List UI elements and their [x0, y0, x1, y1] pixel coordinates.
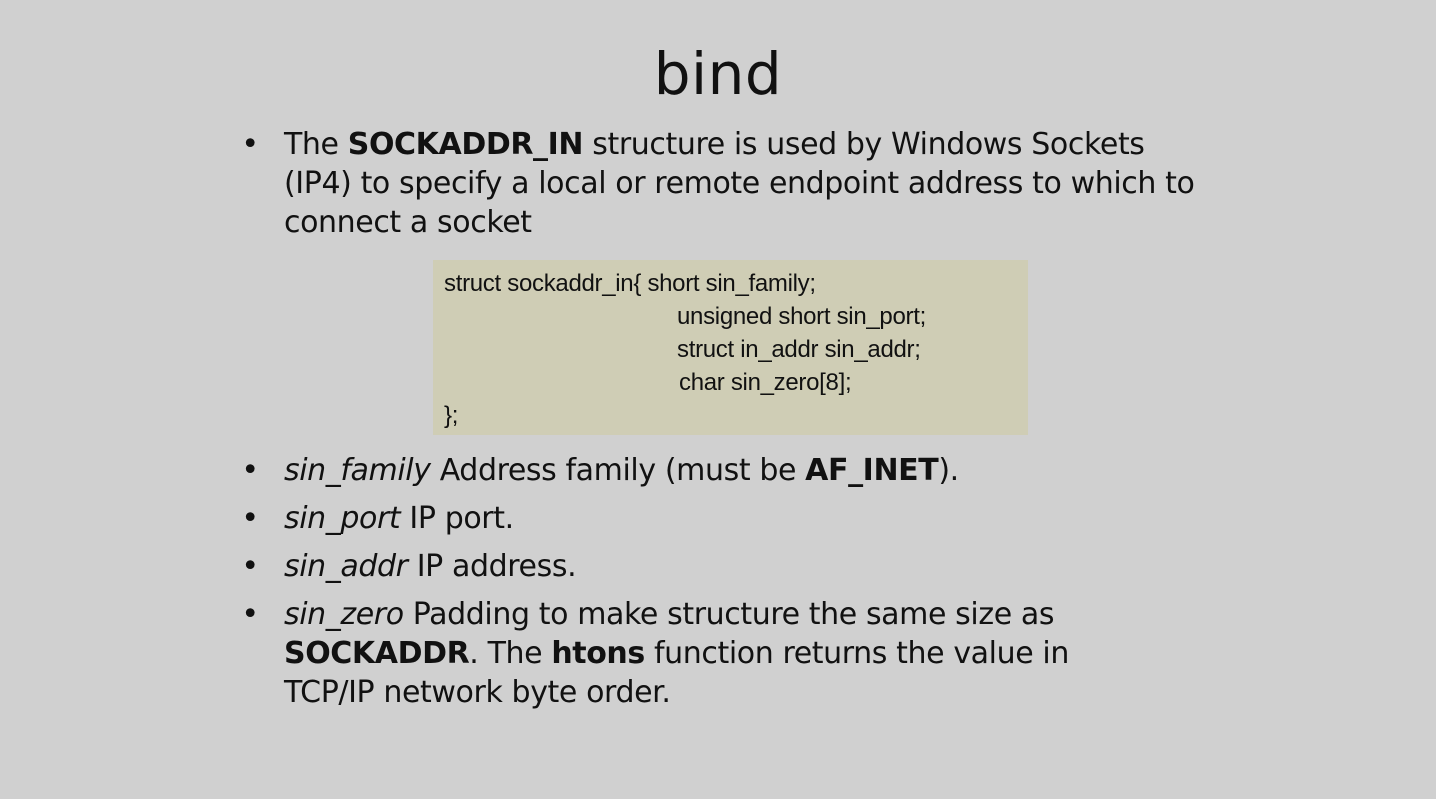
- code-line-5: };: [444, 402, 459, 429]
- intro-text-start: The: [284, 127, 348, 162]
- field-name: sin_addr: [284, 549, 408, 584]
- field-description: Padding to make structure the same size …: [403, 597, 1055, 632]
- code-line-1: struct sockaddr_in{ short sin_family;: [444, 270, 816, 297]
- bullet-item-intro: • The SOCKADDR_IN structure is used by W…: [240, 125, 1214, 242]
- bullet-dot: •: [241, 127, 259, 162]
- code-line-4: char sin_zero[8];: [679, 369, 852, 396]
- field-name: sin_zero: [284, 597, 404, 632]
- field-description-tail: ).: [938, 453, 959, 488]
- bullet-dot: •: [241, 549, 259, 584]
- field-name: sin_port: [284, 501, 401, 536]
- bullet-list: • The SOCKADDR_IN structure is used by W…: [240, 125, 1240, 712]
- intro-text-rest: structure is used by Windows Sockets (IP…: [284, 127, 1195, 240]
- field-description-tail: function returns the value in TCP/IP net…: [284, 636, 1069, 710]
- bullet-item-sin-zero: • sin_zero Padding to make structure the…: [240, 595, 1164, 712]
- bullet-item-sin-addr: • sin_addr IP address.: [240, 547, 1240, 586]
- code-block: struct sockaddr_in{ short sin_family; un…: [433, 260, 1028, 435]
- bullet-item-sin-port: • sin_port IP port.: [240, 499, 1240, 538]
- af-inet-keyword: AF_INET: [805, 453, 939, 488]
- bullet-dot: •: [241, 453, 259, 488]
- htons-keyword: htons: [551, 636, 645, 671]
- code-line-2: unsigned short sin_port;: [677, 303, 926, 330]
- field-description: Address family (must be: [430, 453, 806, 488]
- code-line-3: struct in_addr sin_addr;: [677, 336, 921, 363]
- field-description-middle: . The: [469, 636, 552, 671]
- slide-title: bind: [653, 40, 783, 108]
- bullet-dot: •: [241, 501, 259, 536]
- bullet-dot: •: [241, 597, 259, 632]
- field-description: IP port.: [400, 501, 514, 536]
- sockaddr-keyword: SOCKADDR: [284, 636, 470, 671]
- bullet-item-sin-family: • sin_family Address family (must be AF_…: [240, 451, 1240, 490]
- field-name: sin_family: [284, 453, 431, 488]
- field-description: IP address.: [407, 549, 577, 584]
- sockaddr-in-keyword: SOCKADDR_IN: [347, 127, 584, 162]
